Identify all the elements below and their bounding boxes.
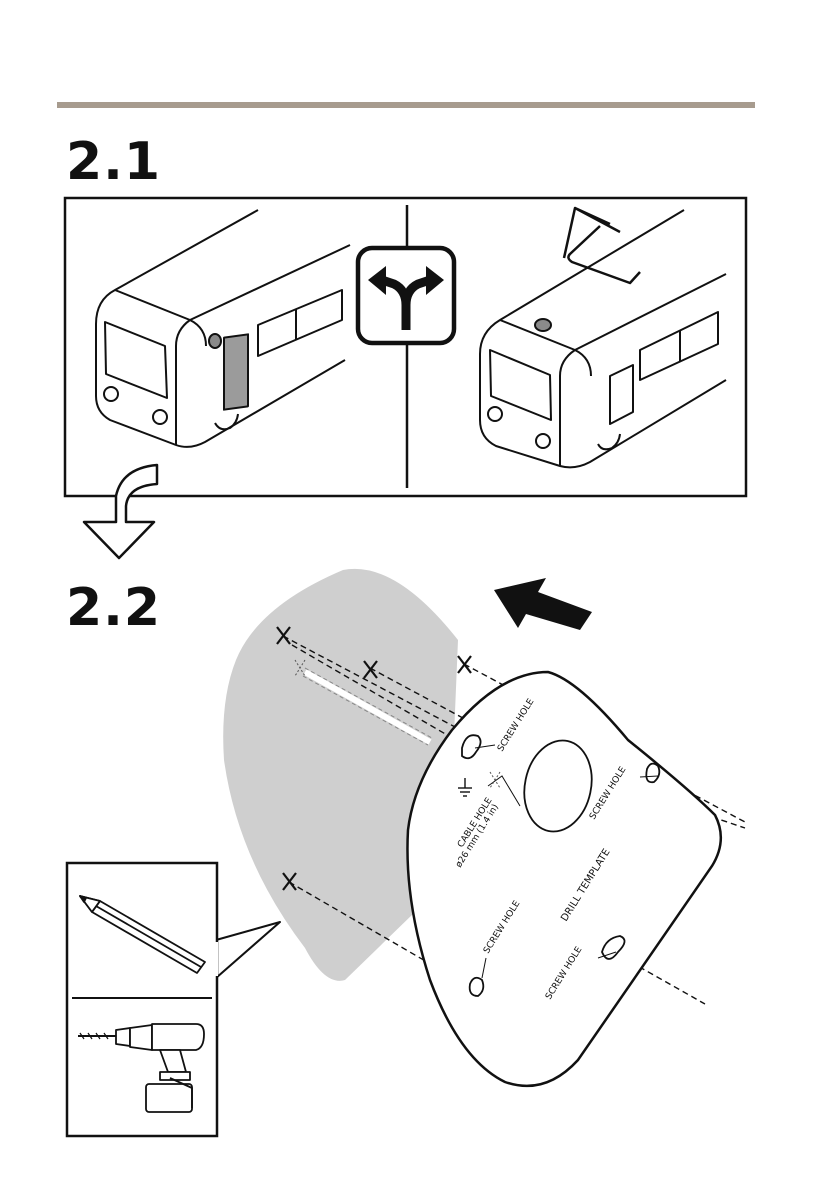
bus-side-mount bbox=[96, 210, 350, 447]
curved-down-arrow-icon bbox=[84, 465, 157, 558]
direction-arrow-icon bbox=[494, 578, 592, 630]
drill-template: SCREW HOLE SCREW HOLE SCREW HOLE SCREW H… bbox=[407, 672, 720, 1086]
split-arrows-icon bbox=[358, 248, 454, 343]
bus-roof-mount bbox=[480, 208, 726, 467]
